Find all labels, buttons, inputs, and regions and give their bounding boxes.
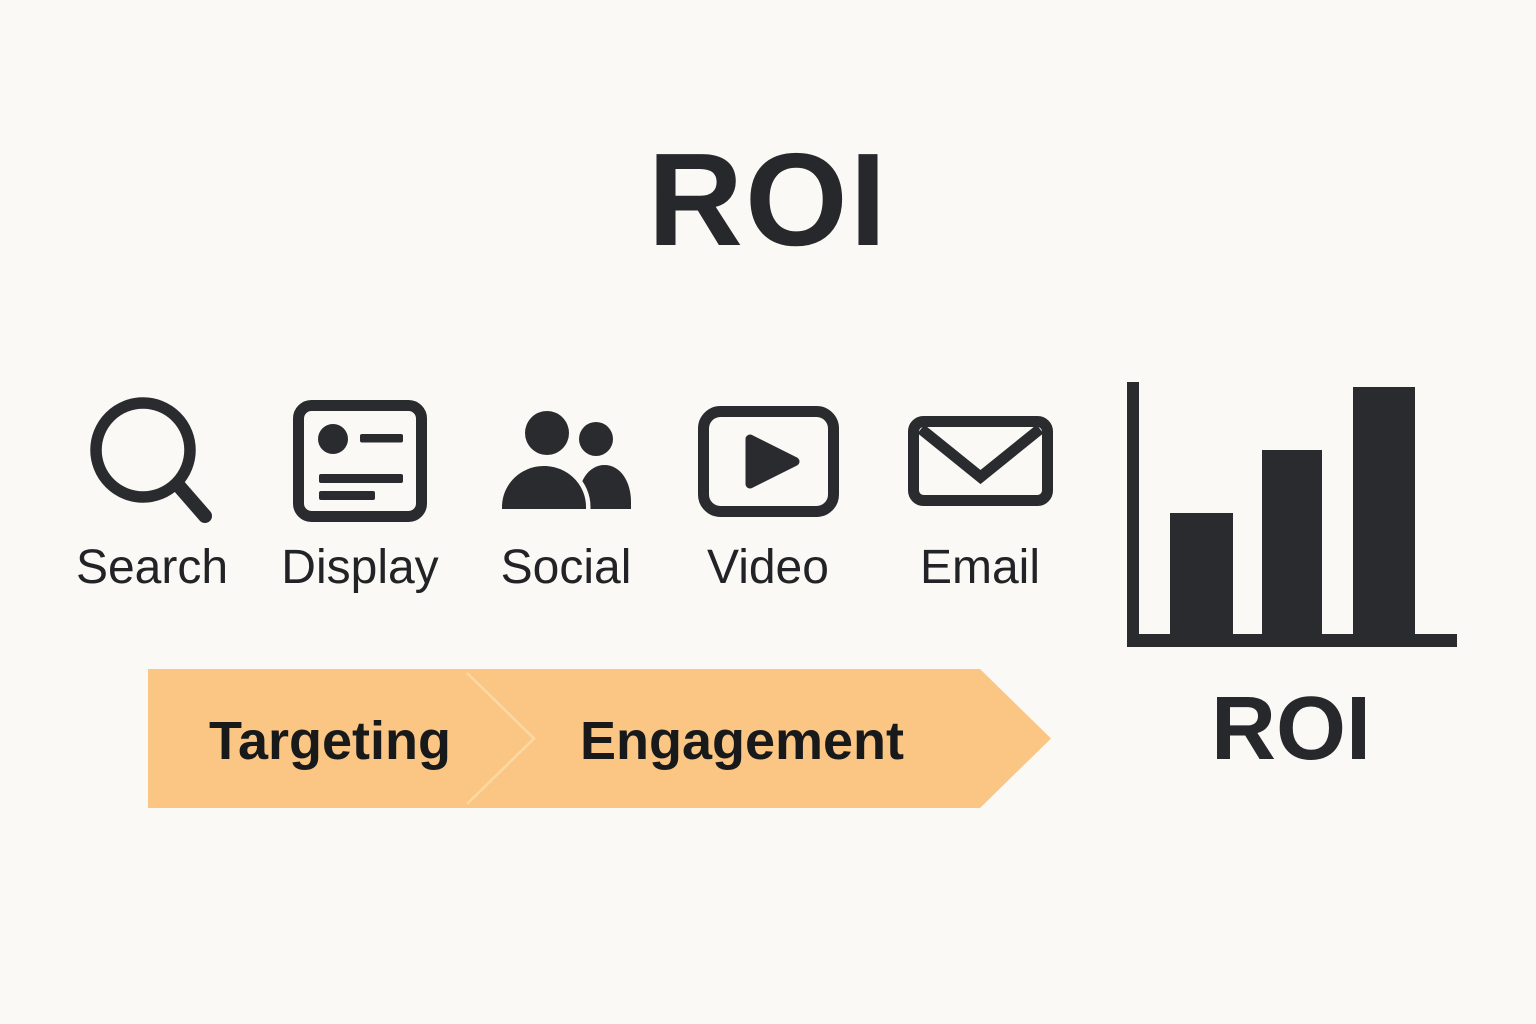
bar-3 bbox=[1353, 387, 1415, 647]
channel-label: Email bbox=[919, 541, 1041, 594]
funnel-stage-engagement: Engagement bbox=[579, 711, 905, 771]
channel-email: Email bbox=[870, 398, 1090, 608]
bar-chart-icon bbox=[1127, 382, 1457, 647]
social-people-icon bbox=[456, 398, 676, 524]
bar-2 bbox=[1262, 450, 1322, 647]
channel-label: Social bbox=[500, 541, 632, 594]
bar-1 bbox=[1170, 513, 1233, 647]
channel-video: Video bbox=[658, 398, 878, 608]
roi-outcome-label: ROI bbox=[1210, 679, 1371, 779]
channel-label: Display bbox=[281, 541, 439, 594]
channel-display: Display bbox=[250, 398, 470, 608]
bars-group bbox=[1170, 387, 1415, 647]
chevron-divider bbox=[466, 672, 536, 805]
channel-social: Social bbox=[456, 398, 676, 608]
y-axis bbox=[1127, 382, 1139, 647]
display-ad-icon bbox=[250, 398, 470, 524]
funnel-stage-targeting: Targeting bbox=[209, 711, 451, 771]
page-title: ROI bbox=[647, 126, 889, 273]
search-icon bbox=[42, 397, 262, 524]
channel-label: Video bbox=[707, 541, 829, 594]
video-play-icon bbox=[658, 398, 878, 524]
email-envelope-icon bbox=[870, 398, 1090, 524]
funnel-arrow bbox=[148, 669, 1051, 808]
channel-search: Search bbox=[42, 397, 262, 608]
arrow-body bbox=[148, 669, 1051, 808]
channel-label: Search bbox=[75, 541, 229, 594]
